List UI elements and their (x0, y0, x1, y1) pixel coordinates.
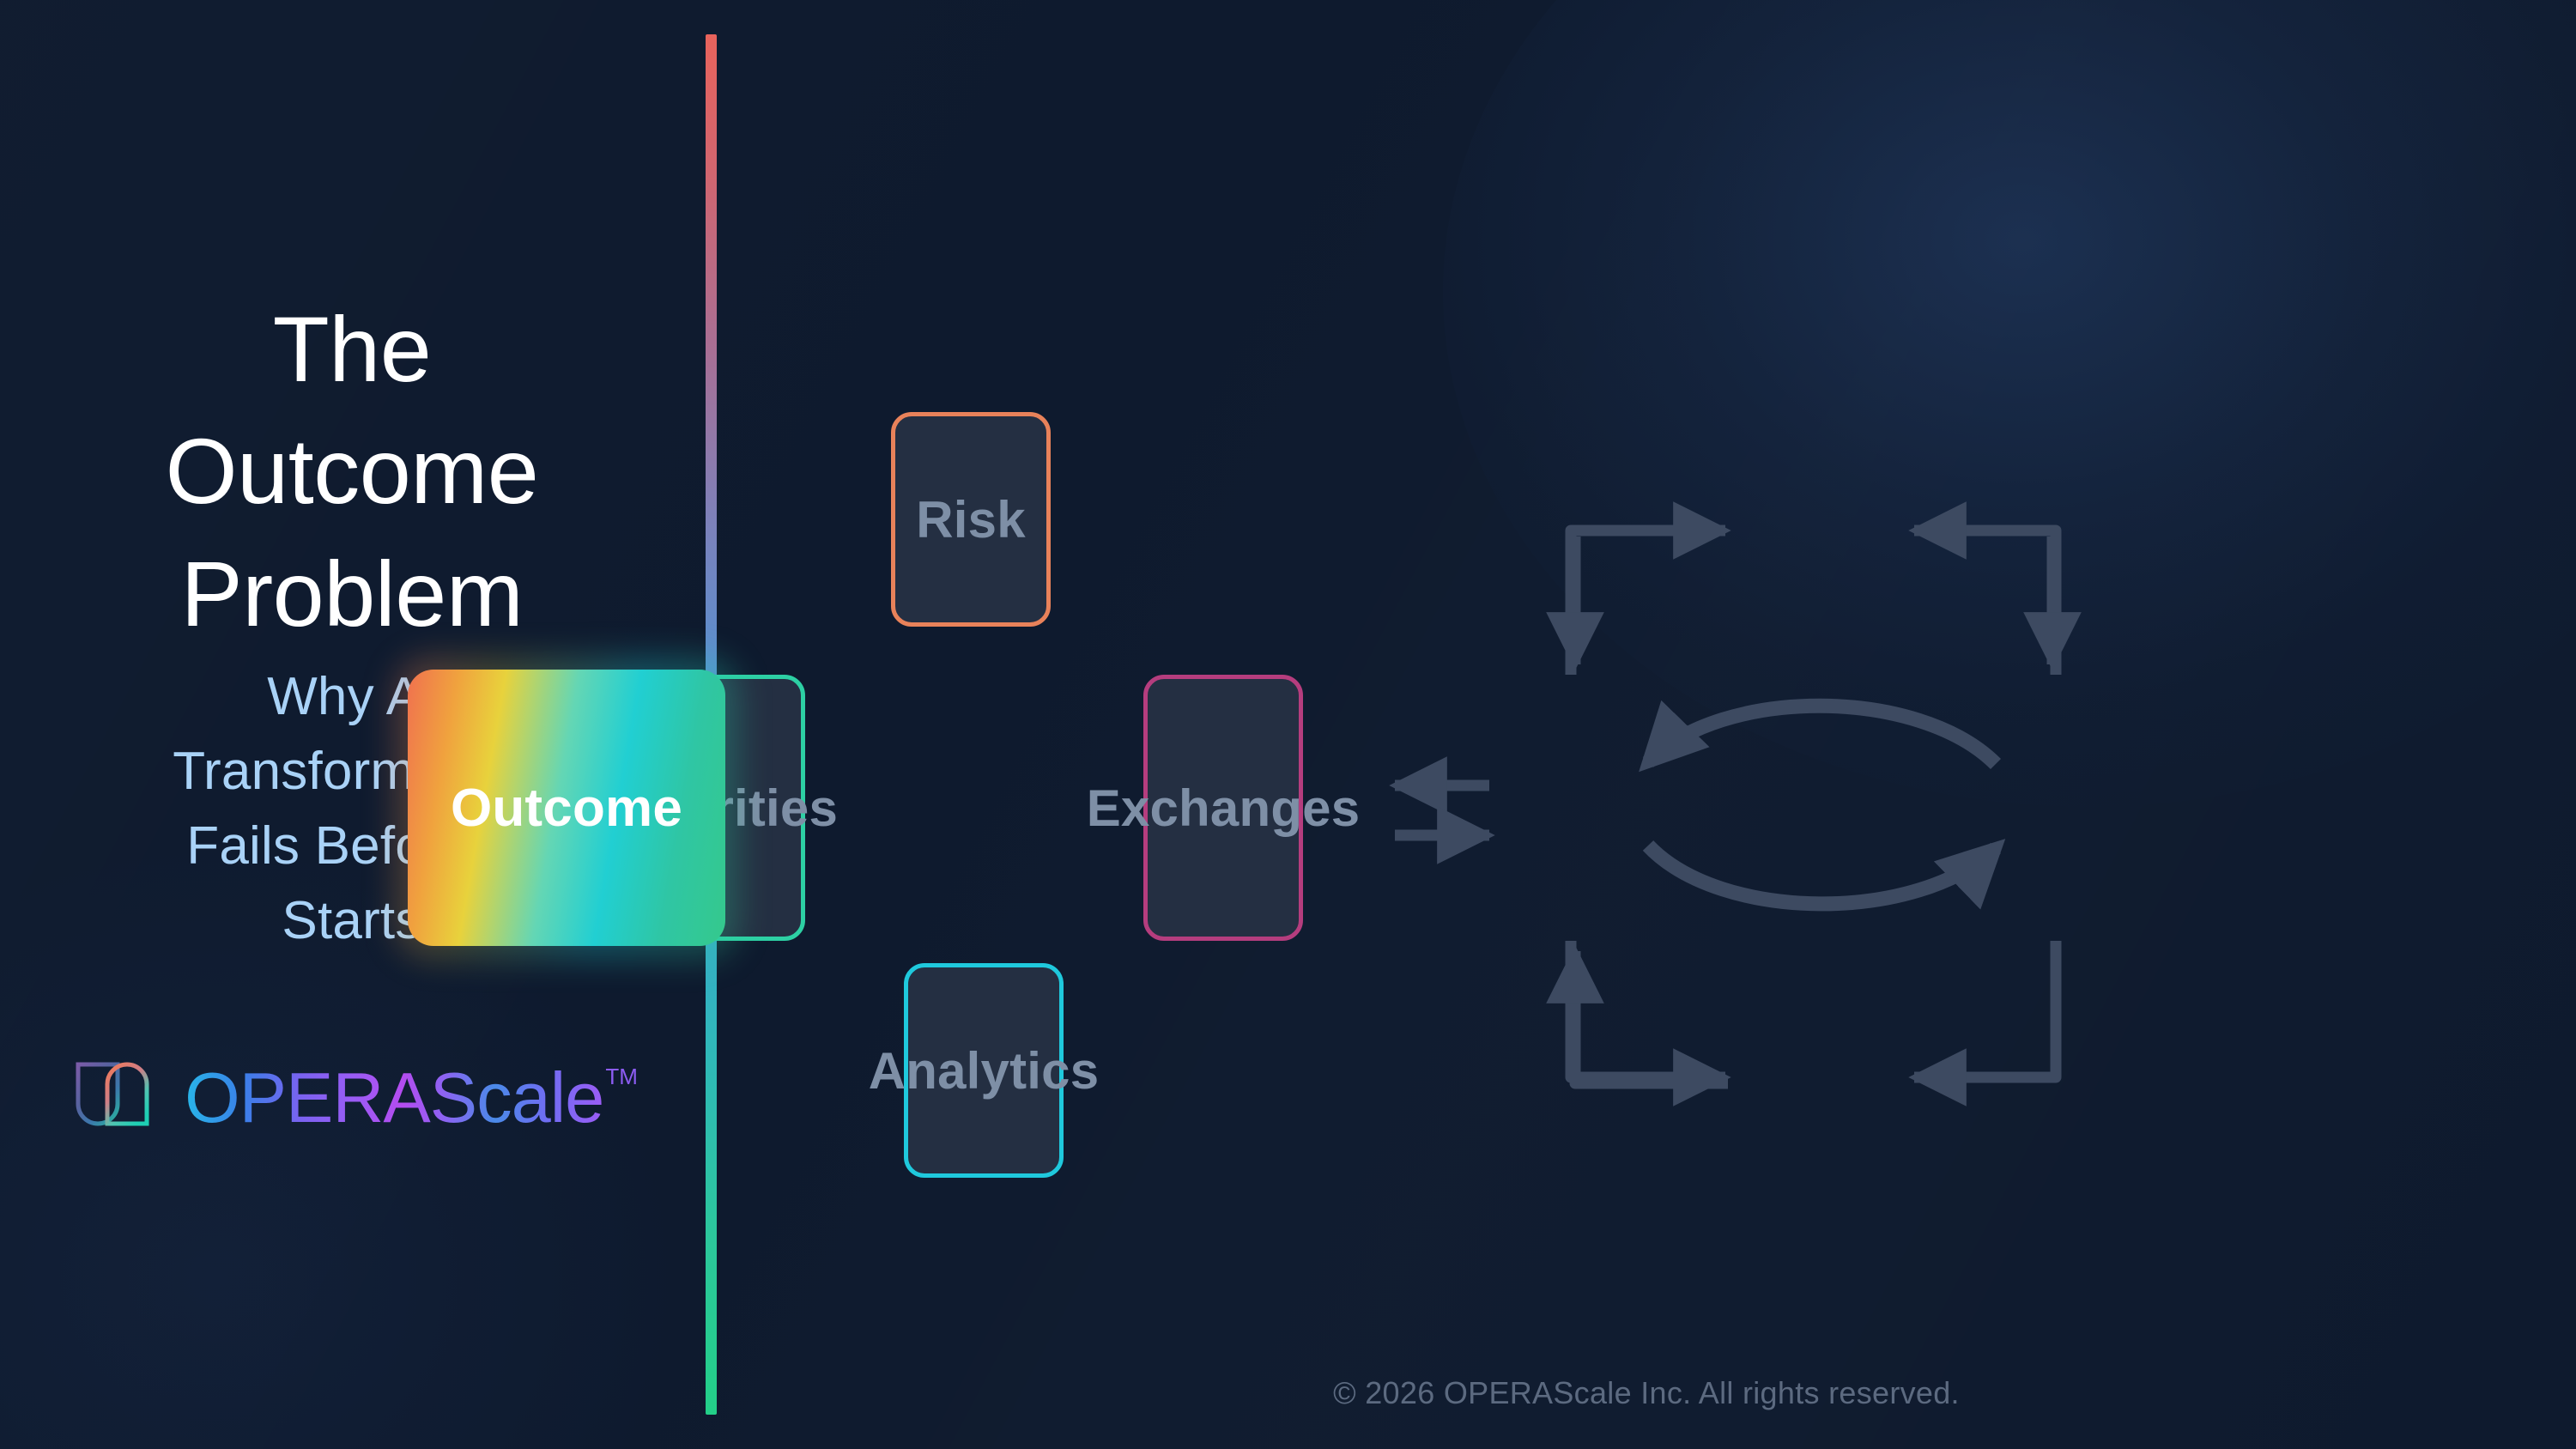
trademark-symbol: TM (605, 1063, 638, 1089)
node-label-outcome: Outcome (450, 778, 683, 838)
brand-lockup: OPERAScale TM (66, 1059, 638, 1135)
node-label-exchanges: Exchanges (1086, 779, 1361, 837)
diagram-node-analytics[interactable]: Analytics (869, 963, 1099, 1178)
edge-priorities-to-risk (1565, 501, 1731, 675)
edge-exchanges-to-analytics (1908, 941, 2062, 1106)
edge-exchanges-to-risk (1908, 501, 2062, 675)
edge-priorities-to-analytics (1565, 941, 1731, 1106)
copyright-footer: © 2026 OPERAScale Inc. All rights reserv… (1333, 1375, 1960, 1410)
outcome-cycle-diagram: Outcome Priorities Risk Exchanges Analyt… (408, 0, 2576, 1449)
brand-name: OPERAScale (185, 1057, 604, 1137)
node-label-risk: Risk (916, 490, 1026, 549)
title-panel: The Outcome Problem Why AI Transformatio… (0, 0, 704, 1449)
brand-wordmark: OPERAScale TM (185, 1062, 638, 1133)
diagram-node-outcome[interactable]: Outcome (408, 670, 725, 946)
node-label-analytics: Analytics (868, 1041, 1100, 1100)
operascale-logo-icon (76, 1062, 149, 1126)
diagram-node-exchanges[interactable]: Exchanges (1087, 675, 1360, 941)
edge-exchanges-to-priorities-curve (1639, 698, 2002, 773)
diagram-node-risk[interactable]: Risk (891, 412, 1051, 627)
edge-priorities-to-exchanges-curve (1642, 839, 2006, 912)
diagram-connectors (1389, 501, 2082, 1106)
edge-analytics-to-priorities (1546, 945, 1728, 1089)
page-title: The Outcome Problem (165, 296, 539, 646)
